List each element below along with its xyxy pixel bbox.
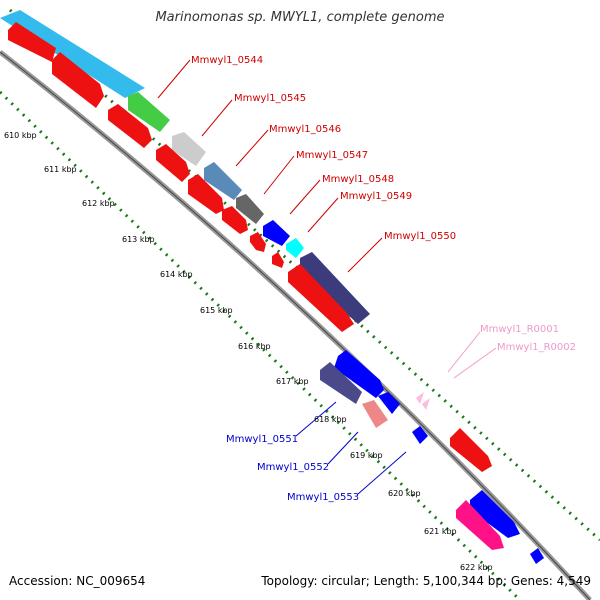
position-ticks: 610 kbp 611 kbp 612 kbp 613 kbp 614 kbp …	[4, 131, 493, 572]
leader-0549	[307, 197, 339, 233]
label-0550[interactable]: Mmwyl1_0550	[384, 231, 456, 242]
gene-features-lower	[320, 350, 544, 564]
leader-0545	[201, 99, 233, 137]
tick-621: 621 kbp	[424, 527, 457, 536]
gene-red-6[interactable]	[222, 206, 248, 234]
gene-cyan-large[interactable]	[0, 10, 145, 98]
label-R0002[interactable]: Mmwyl1_R0002	[497, 342, 576, 353]
gene-darkslate[interactable]	[300, 252, 370, 324]
leader-0552	[327, 431, 359, 465]
accession-text: Accession: NC_009654	[9, 574, 146, 588]
leader-0547	[263, 155, 295, 195]
gene-green[interactable]	[128, 92, 170, 132]
gene-pink-arrow-2[interactable]	[422, 398, 430, 410]
leader-R0002	[453, 347, 497, 379]
gene-labels: Mmwyl1_0544 Mmwyl1_0545 Mmwyl1_0546 Mmwy…	[191, 55, 576, 503]
gene-darkgray[interactable]	[236, 194, 264, 224]
label-R0001[interactable]: Mmwyl1_R0001	[480, 324, 559, 335]
label-0549[interactable]: Mmwyl1_0549	[340, 191, 412, 202]
label-0546[interactable]: Mmwyl1_0546	[269, 124, 341, 135]
gene-features	[0, 10, 370, 332]
gene-blue-tri[interactable]	[378, 392, 400, 414]
topology-text: Topology: circular; Length: 5,100,344 bp…	[261, 574, 591, 588]
gene-blue-small[interactable]	[263, 220, 290, 246]
leader-lines	[157, 59, 497, 495]
gene-lightgray[interactable]	[172, 132, 206, 166]
label-0551[interactable]: Mmwyl1_0551	[226, 434, 298, 445]
label-0547[interactable]: Mmwyl1_0547	[296, 150, 368, 161]
tick-614: 614 kbp	[160, 270, 193, 279]
genome-backbone-inner	[0, 51, 591, 600]
gene-pink-arrow-1[interactable]	[416, 392, 424, 404]
tick-620: 620 kbp	[388, 489, 421, 498]
leader-0550	[347, 237, 383, 273]
leader-0548	[289, 179, 321, 215]
gene-blue-0553[interactable]	[412, 426, 428, 444]
leader-0544	[157, 59, 191, 99]
gene-blue-0551[interactable]	[334, 350, 384, 398]
map-title: Marinomonas sp. MWYL1, complete genome	[155, 10, 445, 25]
tick-615: 615 kbp	[200, 306, 233, 315]
gene-red-1[interactable]	[8, 22, 56, 62]
gene-salmon[interactable]	[362, 400, 388, 428]
label-0552[interactable]: Mmwyl1_0552	[257, 462, 329, 473]
gene-red-2[interactable]	[52, 52, 104, 108]
tick-611: 611 kbp	[44, 165, 77, 174]
tick-610: 610 kbp	[4, 131, 37, 140]
gene-steelblue[interactable]	[204, 162, 242, 200]
track-dots	[0, 8, 600, 600]
gene-cyan-small[interactable]	[286, 238, 304, 258]
tick-617: 617 kbp	[276, 377, 309, 386]
gene-red-7[interactable]	[250, 232, 266, 252]
tick-619: 619 kbp	[350, 451, 383, 460]
tick-612: 612 kbp	[82, 199, 115, 208]
leader-0553	[357, 451, 407, 495]
leader-R0001	[447, 331, 481, 373]
tick-622: 622 kbp	[460, 563, 493, 572]
tick-616: 616 kbp	[238, 342, 271, 351]
gene-red-9[interactable]	[288, 264, 354, 332]
gene-red-3[interactable]	[108, 104, 152, 148]
gene-red-4[interactable]	[156, 144, 190, 182]
tick-613: 613 kbp	[122, 235, 155, 244]
leader-0546	[235, 129, 269, 167]
leader-0551	[295, 401, 337, 437]
gene-blue-tiny[interactable]	[530, 548, 544, 564]
label-0545[interactable]: Mmwyl1_0545	[234, 93, 306, 104]
inner-dotted-track	[0, 90, 522, 600]
gene-red-8[interactable]	[272, 252, 284, 268]
gene-blue-bottom[interactable]	[470, 490, 520, 538]
gene-red-right[interactable]	[450, 428, 492, 472]
gene-red-5[interactable]	[188, 174, 224, 214]
tick-618: 618 kbp	[314, 415, 347, 424]
label-0548[interactable]: Mmwyl1_0548	[322, 174, 394, 185]
label-0553[interactable]: Mmwyl1_0553	[287, 492, 359, 503]
gene-magenta[interactable]	[456, 500, 504, 550]
gene-slate-0551[interactable]	[320, 362, 362, 404]
label-0544[interactable]: Mmwyl1_0544	[191, 55, 263, 66]
